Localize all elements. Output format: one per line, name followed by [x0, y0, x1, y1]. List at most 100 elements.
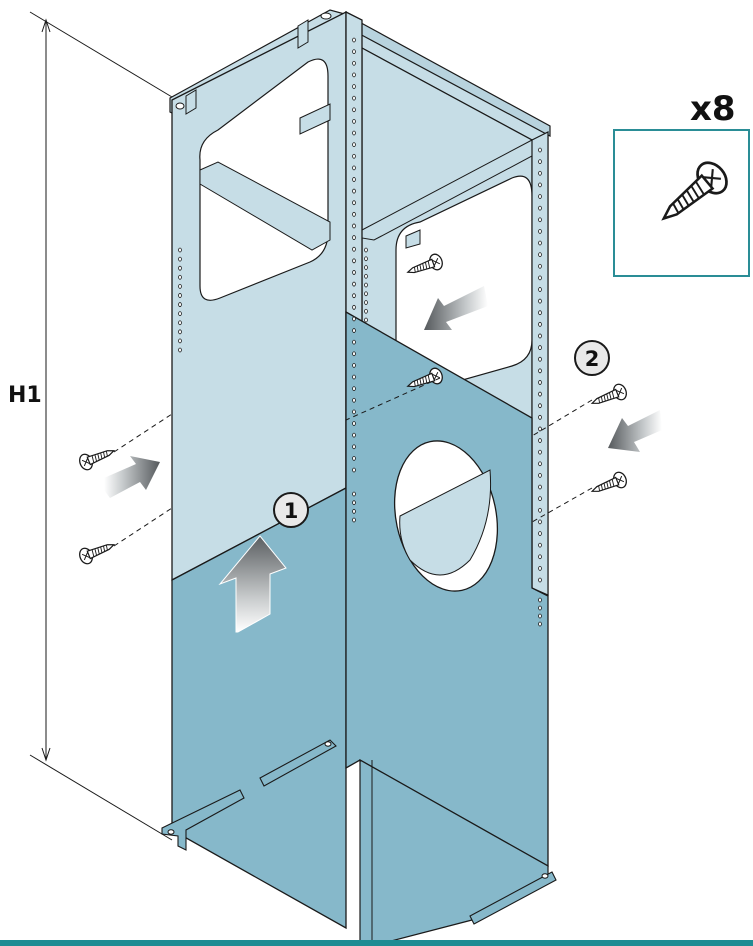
perforation-hole — [352, 293, 356, 299]
perforation-hole — [364, 300, 368, 305]
perforation-hole — [364, 247, 368, 253]
guide-lines — [113, 377, 593, 547]
perforation-hole — [352, 118, 356, 124]
perforation-hole — [364, 308, 368, 314]
perforation-hole — [178, 347, 182, 353]
perforation-hole — [352, 142, 356, 147]
perforation-hole — [352, 444, 356, 450]
perforation-hole — [538, 170, 542, 176]
perforation-hole — [352, 37, 356, 43]
perforation-hole — [178, 302, 182, 307]
perforation-hole — [538, 287, 542, 292]
perforation-hole — [352, 281, 356, 287]
screw-left-upper — [76, 442, 118, 473]
perforation-hole — [538, 356, 542, 362]
perforation-hole — [538, 605, 542, 611]
perforation-hole — [352, 432, 356, 438]
arrow-icon — [104, 456, 160, 498]
perforation-hole — [352, 165, 356, 171]
perforation-hole — [178, 265, 182, 271]
perforation-hole — [178, 283, 182, 289]
perforation-hole — [538, 147, 542, 153]
perforation-hole — [538, 414, 542, 420]
perforation-hole — [538, 461, 542, 467]
perforation-hole — [178, 311, 182, 317]
perforation-hole — [538, 391, 542, 397]
perforation-hole — [352, 363, 356, 368]
perforation-hole — [178, 329, 182, 335]
perforation-hole — [538, 496, 542, 502]
perforation-hole — [538, 621, 542, 627]
perforation-hole — [364, 317, 368, 323]
perforation-hole — [538, 194, 542, 199]
perforation-hole — [538, 542, 542, 548]
bottom-bar — [0, 940, 753, 946]
perforation-hole — [538, 228, 542, 234]
perforation-hole — [352, 84, 356, 89]
step-number: 1 — [284, 499, 299, 523]
screw-right-lower — [588, 469, 630, 500]
perforation-hole — [352, 304, 356, 310]
screw-left-lower — [76, 536, 118, 567]
perforation-hole — [538, 507, 542, 513]
perforation-hole — [538, 484, 542, 490]
perforation-hole — [352, 246, 356, 252]
perforation-hole — [178, 293, 182, 298]
perforation-hole — [352, 270, 356, 275]
perforation-hole — [538, 368, 542, 374]
perforation-hole — [538, 519, 542, 525]
perforation-hole — [352, 223, 356, 229]
perforation-hole — [352, 316, 356, 322]
perforation-hole — [352, 200, 356, 206]
arrow-icon — [608, 410, 662, 452]
perforation-hole — [538, 597, 542, 603]
perforation-hole — [352, 386, 356, 392]
perforation-hole — [352, 130, 356, 136]
quantity-label: x8 — [690, 89, 736, 129]
perforation-hole — [352, 421, 356, 426]
perforation-hole — [538, 345, 542, 350]
perforation-hole — [178, 256, 182, 262]
perforation-hole — [364, 282, 368, 288]
perforation-hole — [538, 159, 542, 165]
perforation-hole — [352, 517, 356, 523]
perforation-hole — [538, 577, 542, 583]
perforation-hole — [538, 531, 542, 536]
perforation-hole — [178, 274, 182, 280]
perforation-hole — [364, 291, 368, 297]
perforation-hole — [352, 351, 356, 357]
perforation-hole — [352, 397, 356, 403]
perforations — [178, 37, 542, 627]
perforation-hole — [352, 188, 356, 194]
perforation-hole — [538, 438, 542, 443]
height-dimension — [29, 11, 173, 841]
perforation-hole — [352, 328, 356, 333]
perforation-hole — [364, 256, 368, 262]
perforation-hole — [364, 265, 368, 270]
perforation-hole — [364, 273, 368, 279]
perforation-hole — [352, 374, 356, 380]
arrow-icon — [218, 535, 287, 633]
perforation-hole — [538, 275, 542, 281]
screw-right-upper — [588, 381, 630, 412]
perforation-hole — [538, 310, 542, 316]
perforation-hole — [538, 473, 542, 478]
perforation-hole — [352, 258, 356, 264]
perforation-hole — [352, 500, 356, 506]
perforation-hole — [352, 339, 356, 345]
perforation-hole — [352, 211, 356, 217]
perforation-hole — [538, 252, 542, 257]
perforation-hole — [538, 554, 542, 560]
perforation-hole — [352, 60, 356, 66]
perforation-hole — [352, 508, 356, 514]
perforation-hole — [352, 409, 356, 415]
perforation-hole — [178, 320, 182, 326]
dimension-label: H1 — [8, 383, 42, 408]
step-number: 2 — [585, 347, 600, 371]
perforation-hole — [352, 235, 356, 240]
step-badge-2: 2 — [574, 340, 610, 376]
perforation-hole — [352, 107, 356, 113]
perforation-hole — [352, 95, 356, 101]
perforation-hole — [538, 449, 542, 455]
